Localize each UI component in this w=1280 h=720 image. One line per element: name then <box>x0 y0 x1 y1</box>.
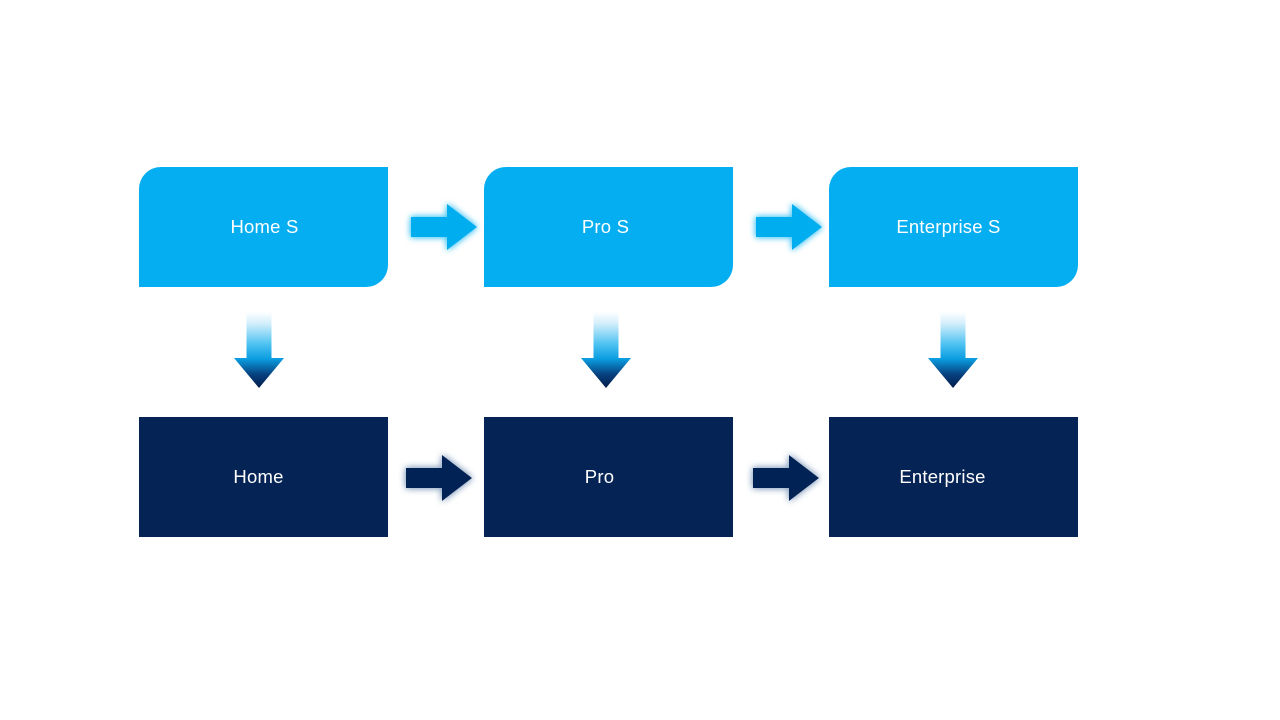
node-home-s[interactable]: Home S <box>139 167 388 287</box>
node-home-label: Home <box>233 465 284 487</box>
arrow-down-enterprise-s-to-enterprise-icon <box>910 300 996 396</box>
node-pro-s-label: Pro S <box>581 215 630 237</box>
node-pro-label: Pro <box>584 465 615 487</box>
node-home-s-label: Home S <box>230 215 299 237</box>
node-enterprise-s[interactable]: Enterprise S <box>829 167 1078 287</box>
arrow-down-pro-s-to-pro-icon <box>563 300 649 396</box>
node-enterprise-label: Enterprise <box>899 465 986 487</box>
node-home[interactable]: Home <box>139 417 388 537</box>
arrow-right-pro-s-to-enterprise-s-icon <box>748 187 828 267</box>
arrow-right-home-to-pro-icon <box>398 438 478 518</box>
arrow-right-home-s-to-pro-s-icon <box>403 187 483 267</box>
node-enterprise-s-label: Enterprise S <box>896 215 1001 237</box>
node-enterprise[interactable]: Enterprise <box>829 417 1078 537</box>
arrow-right-pro-to-enterprise-icon <box>745 438 825 518</box>
node-pro[interactable]: Pro <box>484 417 733 537</box>
node-pro-s[interactable]: Pro S <box>484 167 733 287</box>
arrow-down-home-s-to-home-icon <box>216 300 302 396</box>
